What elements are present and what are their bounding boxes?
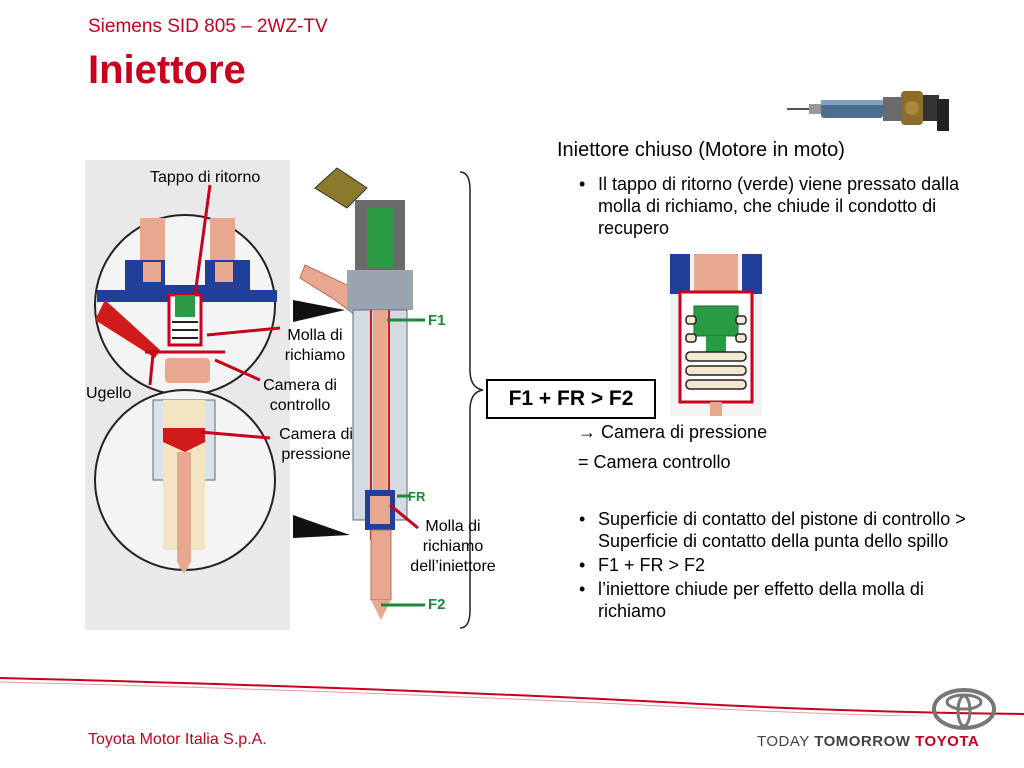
- label-molla-di-richiamo: Molla di richiamo: [272, 326, 358, 366]
- bullet-text: Superficie di contatto del pistone di co…: [598, 509, 966, 551]
- bullet-list-bottom: • Superficie di contatto del pistone di …: [576, 508, 996, 622]
- bullet-text: F1 + FR > F2: [598, 555, 706, 575]
- label-f2: F2: [428, 596, 446, 613]
- bullet-marker: •: [579, 555, 586, 575]
- label-camera-pressione-line1: Camera di: [279, 426, 353, 443]
- label-camera-di-controllo: Camera di controllo: [252, 376, 348, 416]
- injector-body: [299, 167, 413, 620]
- label-molla-iniettore-line3: dell’iniettore: [410, 558, 496, 575]
- label-f1: F1: [428, 312, 446, 329]
- label-ugello: Ugello: [86, 385, 132, 402]
- label-molla-iniettore-line1: Molla di: [425, 518, 481, 535]
- slide-subtitle: Siemens SID 805 – 2WZ-TV: [88, 16, 328, 37]
- label-molla-line2: richiamo: [284, 347, 346, 364]
- label-molla-iniettore-line2: richiamo: [422, 538, 484, 555]
- equation-line-2: = Camera controllo: [578, 452, 731, 472]
- bullet-item: • Il tappo di ritorno (verde) viene pres…: [576, 173, 976, 239]
- bullet-item: • l’iniettore chiude per effetto della m…: [576, 578, 996, 622]
- section-title: Iniettore chiuso (Motore in moto): [557, 139, 845, 161]
- bullet-text: l’iniettore chiude per effetto della mol…: [598, 579, 924, 621]
- footer-company: Toyota Motor Italia S.p.A.: [88, 731, 267, 748]
- bullet-marker: •: [579, 509, 586, 529]
- footer-swoosh: [0, 677, 1024, 716]
- slogan-today: TODAY: [757, 733, 810, 750]
- slogan-brand: TOYOTA: [915, 733, 980, 750]
- bullet-marker: •: [579, 579, 586, 599]
- equation-line-1: → Camera di pressione: [578, 422, 768, 442]
- slide-title: Iniettore: [88, 48, 246, 92]
- footer-slogan: TODAY TOMORROW TOYOTA: [757, 733, 979, 750]
- bullet-list-top: • Il tappo di ritorno (verde) viene pres…: [576, 173, 976, 239]
- bullet-text: Il tappo di ritorno (verde) viene pressa…: [598, 174, 960, 238]
- force-arrows: [293, 300, 425, 607]
- injector-diagram: [85, 160, 484, 630]
- label-fr: FR: [408, 489, 426, 504]
- return-cap-detail: [670, 254, 762, 416]
- equation-box: F1 + FR > F2: [486, 379, 656, 419]
- label-tappo-di-ritorno: Tappo di ritorno: [150, 169, 261, 186]
- label-pointers: [148, 184, 419, 530]
- bullet-item: • Superficie di contatto del pistone di …: [576, 508, 996, 552]
- label-molla-iniettore: Molla di richiamo dell’iniettore: [398, 517, 508, 577]
- label-camera-di-pressione: Camera di pressione: [268, 425, 364, 465]
- bracket: [459, 171, 484, 629]
- label-camera-controllo-line2: controllo: [269, 397, 331, 414]
- bullet-marker: •: [579, 174, 586, 194]
- toyota-logo-icon: [932, 688, 996, 730]
- label-camera-pressione-line2: pressione: [281, 446, 351, 463]
- detail-circle-top: [94, 214, 277, 396]
- slogan-tomorrow: TOMORROW: [814, 733, 911, 750]
- injector-photo: [787, 91, 949, 131]
- label-molla-line1: Molla di: [287, 327, 343, 344]
- label-camera-controllo-line1: Camera di: [263, 377, 337, 394]
- bullet-item: • F1 + FR > F2: [576, 554, 996, 576]
